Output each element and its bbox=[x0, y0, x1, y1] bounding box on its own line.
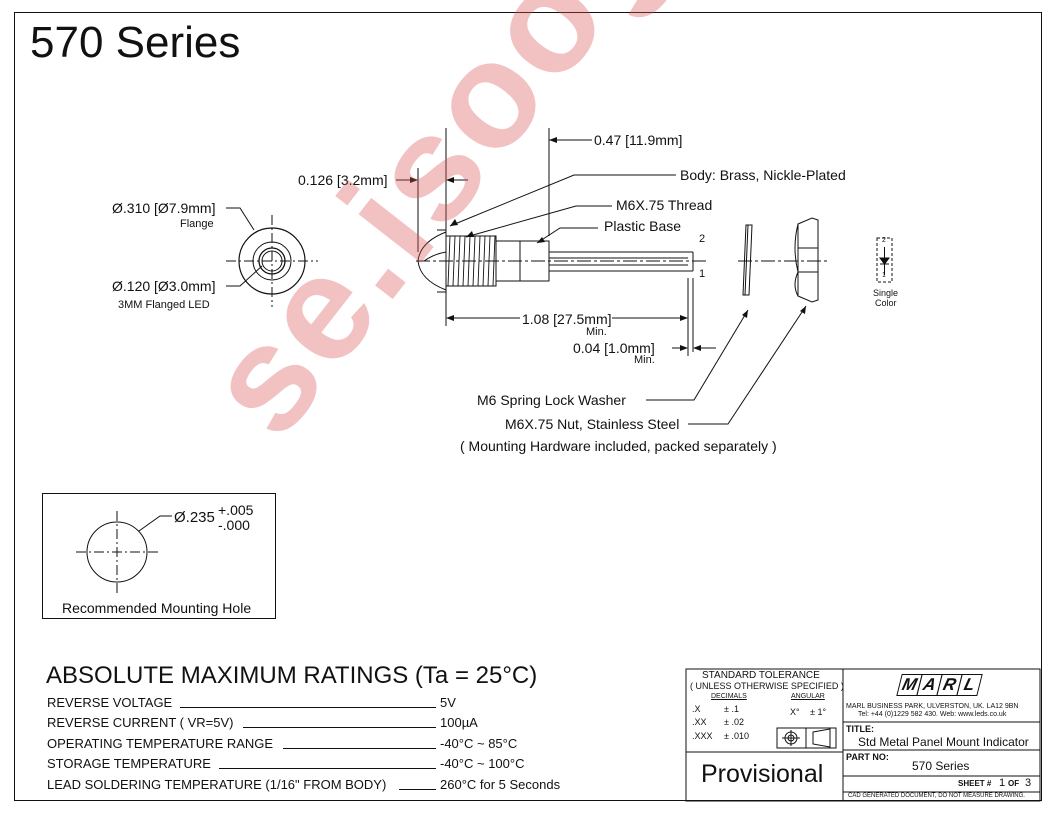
flange-thickness-dim: 0.126 [3.2mm] bbox=[298, 172, 388, 188]
sheet-total: 3 bbox=[1025, 777, 1032, 789]
title-block-lines bbox=[685, 668, 1041, 802]
rating-value: -40°C ~ 85°C bbox=[440, 736, 518, 751]
rating-value: 100µA bbox=[440, 715, 478, 730]
rating-row: STORAGE TEMPERATURE -40°C ~ 100°C bbox=[47, 756, 587, 774]
title-value: Std Metal Panel Mount Indicator bbox=[858, 735, 1029, 749]
led-caption: 3MM Flanged LED bbox=[118, 299, 210, 311]
rating-value: 5V bbox=[440, 695, 456, 710]
hardware-note: ( Mounting Hardware included, packed sep… bbox=[460, 438, 777, 454]
lead-length-min: Min. bbox=[586, 326, 607, 338]
sheet-label: SHEET # bbox=[958, 779, 992, 788]
leader-line bbox=[180, 707, 436, 708]
ang-x: X° bbox=[790, 707, 800, 717]
hole-diameter-label: Ø.235 bbox=[174, 509, 215, 526]
overall-length-dim: 0.47 [11.9mm] bbox=[594, 132, 683, 148]
rating-name: REVERSE VOLTAGE bbox=[47, 695, 173, 710]
ang-tol: ± 1° bbox=[810, 707, 827, 717]
washer-drawing bbox=[742, 224, 753, 296]
dec-xx-tol: ± .02 bbox=[724, 717, 744, 727]
mounting-hole-caption: Recommended Mounting Hole bbox=[62, 600, 252, 616]
dec-x: .X bbox=[692, 704, 701, 714]
leader-line bbox=[399, 789, 436, 790]
schematic-label-single: Single bbox=[873, 288, 899, 298]
lead-gap-dim: 0.04 [1.0mm] bbox=[573, 340, 655, 356]
rating-value: -40°C ~ 100°C bbox=[440, 756, 525, 771]
nut-drawing bbox=[738, 217, 830, 303]
company-contact: Tel: +44 (0)1229 582 430. Web: www.leds.… bbox=[858, 711, 1007, 718]
schematic-pin-2: 2 bbox=[882, 237, 886, 244]
rating-row: REVERSE VOLTAGE 5V bbox=[47, 695, 587, 713]
lens-diameter-label: Ø.120 [Ø3.0mm] bbox=[112, 278, 216, 294]
drawing-frame bbox=[14, 12, 1042, 801]
flange-diameter-label: Ø.310 [Ø7.9mm] bbox=[112, 200, 216, 216]
lead-length-dim: 1.08 [27.5mm] bbox=[522, 311, 612, 327]
base-label: Plastic Base bbox=[604, 218, 682, 234]
leader-line bbox=[243, 727, 436, 728]
schematic-drawing bbox=[876, 237, 893, 283]
ratings-heading: ABSOLUTE MAXIMUM RATINGS (Ta = 25°C) bbox=[46, 662, 538, 689]
rating-name: STORAGE TEMPERATURE bbox=[47, 756, 211, 771]
led-side-view bbox=[416, 226, 708, 296]
marl-logo: M A R L bbox=[896, 674, 983, 696]
rating-row: OPERATING TEMPERATURE RANGE -40°C ~ 85°C bbox=[47, 736, 587, 754]
decimals-label: DECIMALS bbox=[711, 693, 747, 700]
part-label: PART NO: bbox=[846, 752, 889, 762]
company-address: MARL BUSINESS PARK, ULVERSTON, UK. LA12 … bbox=[846, 703, 1019, 710]
mounting-hole-drawing bbox=[76, 511, 172, 593]
tolerance-sub: ( UNLESS OTHERWISE SPECIFIED ) bbox=[690, 681, 844, 691]
hole-tolerance-plus: +.005 bbox=[218, 502, 254, 518]
pin-2-label: 2 bbox=[699, 233, 706, 245]
rating-name: LEAD SOLDERING TEMPERATURE (1/16" FROM B… bbox=[47, 777, 387, 792]
angular-label: ANGULAR bbox=[791, 693, 825, 700]
cad-footer: CAD GENERATED DOCUMENT, DO NOT MEASURE D… bbox=[848, 793, 1025, 799]
mounting-hole-box bbox=[42, 493, 276, 619]
rating-row: LEAD SOLDERING TEMPERATURE (1/16" FROM B… bbox=[47, 777, 587, 795]
sheet-of: OF bbox=[1008, 779, 1020, 788]
rating-name: OPERATING TEMPERATURE RANGE bbox=[47, 736, 274, 751]
flange-label: Flange bbox=[180, 218, 214, 230]
nut-label: M6X.75 Nut, Stainless Steel bbox=[505, 416, 680, 432]
leader-line bbox=[283, 748, 436, 749]
dec-xxx: .XXX bbox=[692, 731, 713, 741]
pin-1-label: 1 bbox=[699, 268, 706, 280]
dec-x-tol: ± .1 bbox=[724, 704, 739, 714]
status-provisional: Provisional bbox=[701, 760, 824, 788]
rating-value: 260°C for 5 Seconds bbox=[440, 777, 561, 792]
dec-xxx-tol: ± .010 bbox=[724, 731, 749, 741]
drawing-title: 570 Series bbox=[30, 18, 241, 67]
hole-tolerance-minus: -.000 bbox=[218, 517, 250, 533]
sheet-number: 1 bbox=[999, 777, 1006, 789]
tolerance-heading: STANDARD TOLERANCE bbox=[702, 670, 820, 681]
part-value: 570 Series bbox=[912, 759, 970, 773]
schematic-label-color: Color bbox=[875, 298, 897, 308]
body-material-label: Body: Brass, Nickle-Plated bbox=[680, 167, 846, 183]
rating-row: REVERSE CURRENT ( VR=5V) 100µA bbox=[47, 715, 587, 733]
led-front-view bbox=[226, 207, 318, 307]
washer-label: M6 Spring Lock Washer bbox=[477, 392, 626, 408]
title-label: TITLE: bbox=[846, 724, 874, 734]
schematic-pin-1: 1 bbox=[882, 272, 886, 279]
lead-gap-min: Min. bbox=[634, 354, 655, 366]
logo-letter: L bbox=[956, 674, 983, 696]
dec-xx: .XX bbox=[692, 717, 707, 727]
thread-label: M6X.75 Thread bbox=[616, 197, 713, 213]
rating-name: REVERSE CURRENT ( VR=5V) bbox=[47, 715, 234, 730]
leader-line bbox=[219, 768, 436, 769]
dimensions bbox=[396, 128, 716, 356]
